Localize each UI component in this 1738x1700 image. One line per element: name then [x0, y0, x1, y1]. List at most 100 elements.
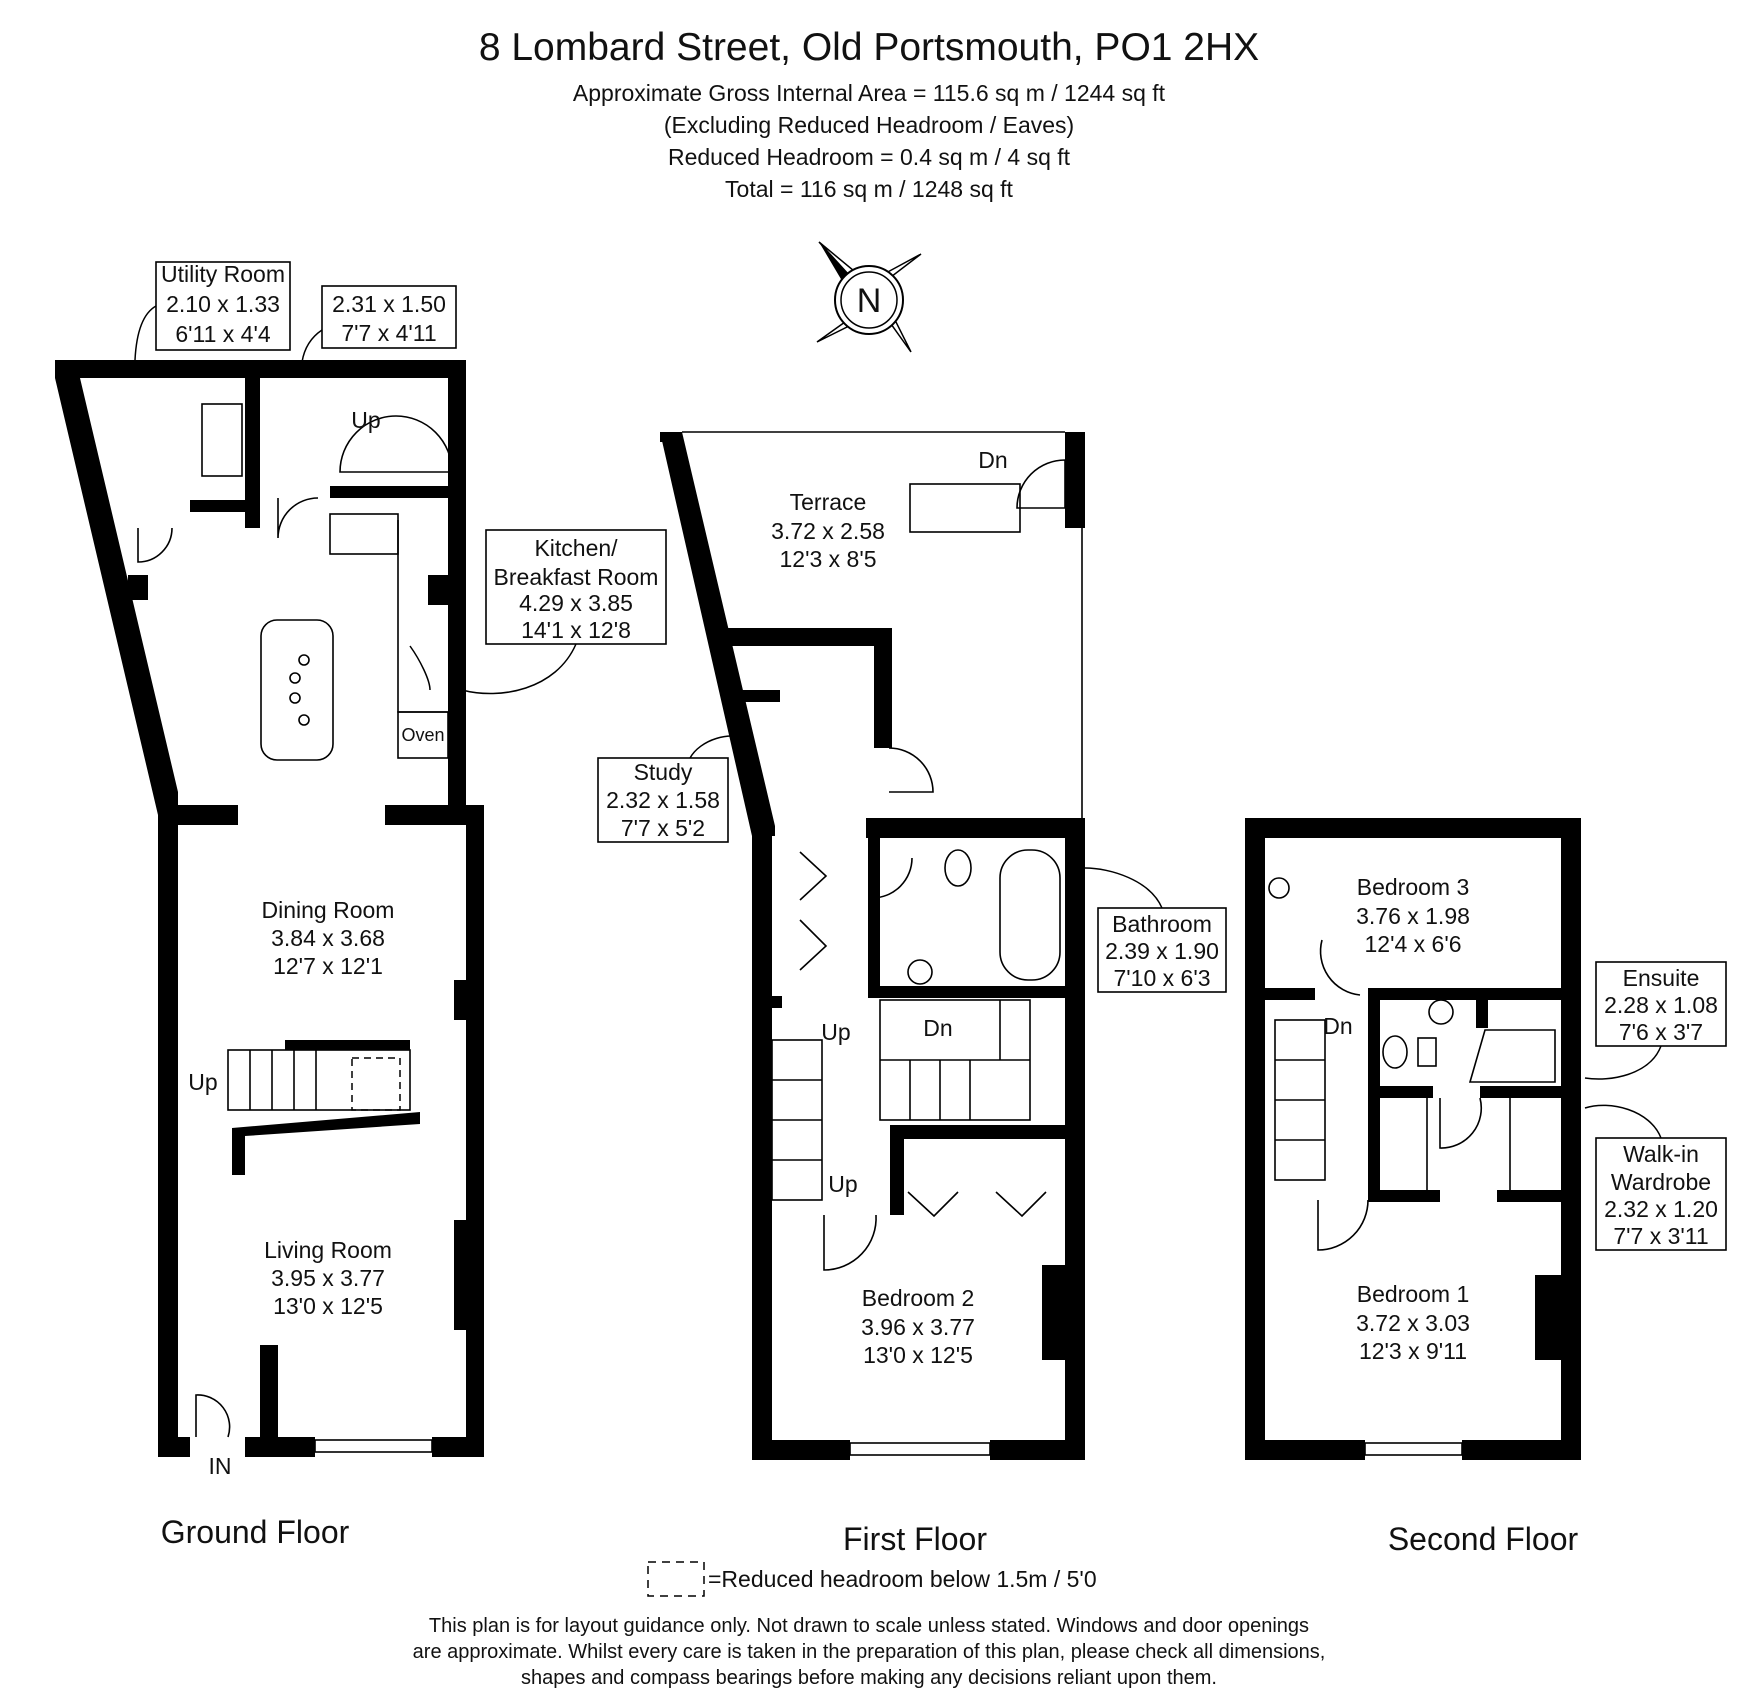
hall-partition [330, 486, 448, 498]
bedroom3-bottom-wall-left [1265, 988, 1315, 1000]
terrace-spiral-stair-icon [1016, 459, 1066, 509]
stair-wall-top [285, 1040, 410, 1050]
first-front-wall-right [990, 1440, 1085, 1460]
kitchen-island-hob-icon [260, 619, 334, 761]
bedroom1-chimney [1535, 1275, 1561, 1360]
bedroom1-window [1364, 1442, 1463, 1456]
bedroom3-bottom-wall-right [1368, 988, 1561, 1000]
bathroom-door-icon [871, 857, 913, 899]
pier-right [428, 575, 448, 605]
utility-sink-icon [201, 403, 243, 477]
bedroom2-name: Bedroom 2 [862, 1285, 975, 1311]
spiral-stair-icon [339, 415, 453, 473]
ground-left-wall-lower [158, 805, 178, 1457]
study-imperial: 7'7 x 5'2 [621, 815, 705, 841]
utility-partition [245, 378, 260, 528]
kitchen-imperial: 14'1 x 12'8 [521, 617, 631, 643]
second-floor: Dn Bedroom 3 3.76 x 1.98 12'4 x 6'6 Bedr… [1245, 818, 1727, 1557]
bedroom3-imperial: 12'4 x 6'6 [1364, 931, 1461, 957]
second-dn-label: Dn [1323, 1013, 1352, 1039]
bedroom2-pier [890, 1125, 904, 1215]
bedroom3-window [1374, 821, 1451, 835]
wardrobe-door-icon [799, 851, 828, 901]
study-name: Study [634, 759, 693, 785]
ensuite-callout-leader [1584, 1045, 1662, 1080]
hall-door-icon [277, 497, 319, 539]
bathroom-metric: 2.39 x 1.90 [1105, 938, 1219, 964]
bedroom1-name: Bedroom 1 [1357, 1281, 1470, 1307]
kitchen-callout [485, 529, 667, 645]
bedroom1-metric: 3.72 x 3.03 [1356, 1310, 1470, 1336]
kitchen-sink-icon [329, 513, 399, 555]
wardrobe-name-line2: Wardrobe [1611, 1169, 1711, 1195]
study-top-wall [728, 628, 892, 646]
wardrobe-callout-leader [1584, 1104, 1662, 1139]
bathroom-left-wall [868, 818, 880, 988]
living-room-metric: 3.95 x 3.77 [271, 1265, 385, 1291]
compass-icon: N [816, 241, 922, 353]
study-cupboard-wall [740, 690, 780, 702]
bedroom2-metric: 3.96 x 3.77 [861, 1314, 975, 1340]
shower-icon [1468, 1029, 1556, 1083]
ground-front-wall-mid [245, 1437, 315, 1457]
ground-right-wall-upper [448, 360, 466, 805]
ensuite-metric: 2.28 x 1.08 [1604, 992, 1718, 1018]
living-room-imperial: 13'0 x 12'5 [273, 1293, 383, 1319]
first-floor-label: First Floor [843, 1521, 987, 1557]
chimney-breast-dining [454, 980, 466, 1020]
oven-label: Oven [401, 725, 444, 745]
utility-room-imperial: 6'11 x 4'4 [175, 321, 271, 347]
reduced-headroom-legend-icon [647, 1561, 705, 1597]
first-up-label-2: Up [828, 1171, 857, 1197]
wardrobe-imperial: 7'7 x 3'11 [1613, 1223, 1708, 1249]
bedroom2-window [849, 1442, 991, 1456]
terrace-imperial: 12'3 x 8'5 [779, 546, 876, 572]
terrace-corner [660, 432, 682, 442]
bedroom3-metric: 3.76 x 1.98 [1356, 903, 1470, 929]
second-front-wall-left [1245, 1440, 1365, 1460]
utility-partition-bottom [190, 500, 245, 512]
ensuite-name: Ensuite [1623, 965, 1700, 991]
header: 8 Lombard Street, Old Portsmouth, PO1 2H… [479, 26, 1259, 202]
bathroom-name: Bathroom [1112, 911, 1212, 937]
hall-imperial: 7'7 x 4'11 [341, 320, 436, 346]
bathroom-bottom-wall [868, 986, 1085, 998]
study-window [769, 629, 851, 645]
ground-staircase-icon [227, 1049, 411, 1111]
second-right-wall [1561, 818, 1581, 1460]
ground-right-wall-lower [466, 805, 484, 1457]
bedroom3-door-icon [1319, 939, 1361, 996]
bedroom2-top-wall [890, 1125, 1085, 1139]
stair-wall-bottom [232, 1112, 420, 1175]
basin-icon [907, 959, 933, 985]
second-left-wall [1245, 818, 1265, 1460]
utility-door-icon [137, 527, 173, 563]
utility-callout-leader [134, 305, 157, 361]
utility-room-metric: 2.10 x 1.33 [166, 291, 280, 317]
ensuite-imperial: 7'6 x 3'7 [1619, 1019, 1703, 1045]
compass-label: N [857, 282, 882, 320]
area-line-2: (Excluding Reduced Headroom / Eaves) [664, 112, 1074, 138]
second-floor-label: Second Floor [1388, 1521, 1579, 1557]
wardrobe-bottom-wall-right [1497, 1190, 1561, 1202]
terrace-stair-dn-label: Dn [978, 447, 1007, 473]
disclaimer: This plan is for layout guidance only. N… [413, 1615, 1326, 1689]
wardrobe-door-icon [1439, 1097, 1483, 1149]
area-line-4: Total = 116 sq m / 1248 sq ft [725, 176, 1013, 202]
ground-front-wall-left [158, 1437, 190, 1457]
bedroom2-wardrobe-doors-icon [907, 1191, 959, 1218]
ground-staircase-up-label: Up [188, 1069, 217, 1095]
entrance-partition [260, 1345, 278, 1437]
oven-icon [397, 711, 449, 759]
kitchen-name-line1: Kitchen/ [534, 535, 618, 561]
terrace-name: Terrace [790, 489, 867, 515]
study-metric: 2.32 x 1.58 [606, 787, 720, 813]
bedroom2-door-icon [823, 1214, 877, 1271]
chimney-breast-living [454, 1220, 466, 1330]
second-front-wall-right [1462, 1440, 1581, 1460]
study-callout [597, 757, 729, 843]
legend: =Reduced headroom below 1.5m / 5'0 [647, 1561, 1097, 1597]
bedroom2-chimney [1042, 1265, 1065, 1360]
ground-floor-label: Ground Floor [161, 1514, 350, 1550]
